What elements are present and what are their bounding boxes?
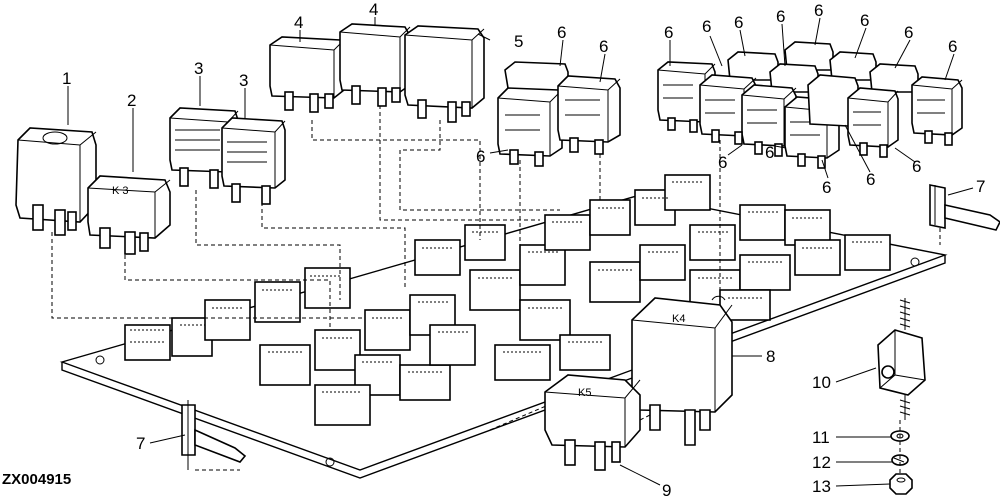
socket-group-center	[414, 199, 641, 381]
callout-8: 8	[766, 347, 775, 366]
callout-leaders	[67, 17, 974, 487]
callout-6f: 6	[776, 7, 785, 26]
callout-13: 13	[812, 477, 831, 496]
callout-6i: 6	[904, 23, 913, 42]
callout-6m: 6	[765, 143, 774, 162]
socket-group-right	[634, 174, 891, 321]
relay-1	[15, 127, 97, 236]
callout-6b: 6	[599, 37, 608, 56]
callout-6g: 6	[814, 1, 823, 20]
standoff-10	[877, 298, 926, 420]
callout-numbers: 1 2 3 3 4 4 5 6 6 6 6 6 6 6 6 6 6 6 6 6 …	[62, 0, 985, 500]
relay-8-marking: K4	[672, 313, 685, 325]
callout-7a: 7	[976, 177, 985, 196]
drawing-code: ZX004915	[2, 471, 71, 488]
relay-5	[404, 25, 485, 123]
callout-1: 1	[62, 69, 71, 88]
callout-6h: 6	[860, 11, 869, 30]
callout-6c: 6	[664, 23, 673, 42]
callout-6e: 6	[734, 13, 743, 32]
relay-2: K 3	[87, 175, 171, 255]
callout-9: 9	[662, 481, 671, 500]
callout-6j: 6	[948, 37, 957, 56]
callout-6d: 6	[702, 17, 711, 36]
relay-2-marking: K 3	[112, 185, 129, 197]
callout-7b: 7	[136, 434, 145, 453]
callout-3b: 3	[239, 71, 248, 90]
socket-group-left	[124, 267, 476, 426]
callout-6l: 6	[718, 153, 727, 172]
callout-4b: 4	[369, 0, 378, 19]
callout-12: 12	[812, 453, 831, 472]
clip-7-left	[181, 400, 247, 471]
callout-6o: 6	[866, 170, 875, 189]
relay-4b	[339, 23, 411, 107]
callout-6n: 6	[822, 178, 831, 197]
callout-6p: 6	[912, 157, 921, 176]
callout-2: 2	[127, 91, 136, 110]
relay-6-cluster	[657, 41, 963, 169]
callout-6a: 6	[557, 23, 566, 42]
relay-8-k4: K4	[631, 295, 733, 446]
relay-3b	[221, 117, 286, 205]
callout-11: 11	[812, 428, 830, 447]
relay-sockets	[124, 174, 891, 426]
callout-5: 5	[514, 32, 523, 51]
callout-6k: 6	[476, 147, 485, 166]
relay-9-marking: K5	[578, 387, 591, 399]
nut-13	[889, 473, 913, 495]
relay-6-center	[497, 61, 621, 167]
clip-7-right	[929, 184, 1000, 231]
callout-3a: 3	[194, 59, 203, 78]
relay-9-k5: K5	[544, 374, 641, 471]
callout-4a: 4	[294, 13, 303, 32]
relay-4a	[269, 36, 345, 113]
callout-10: 10	[812, 373, 831, 392]
